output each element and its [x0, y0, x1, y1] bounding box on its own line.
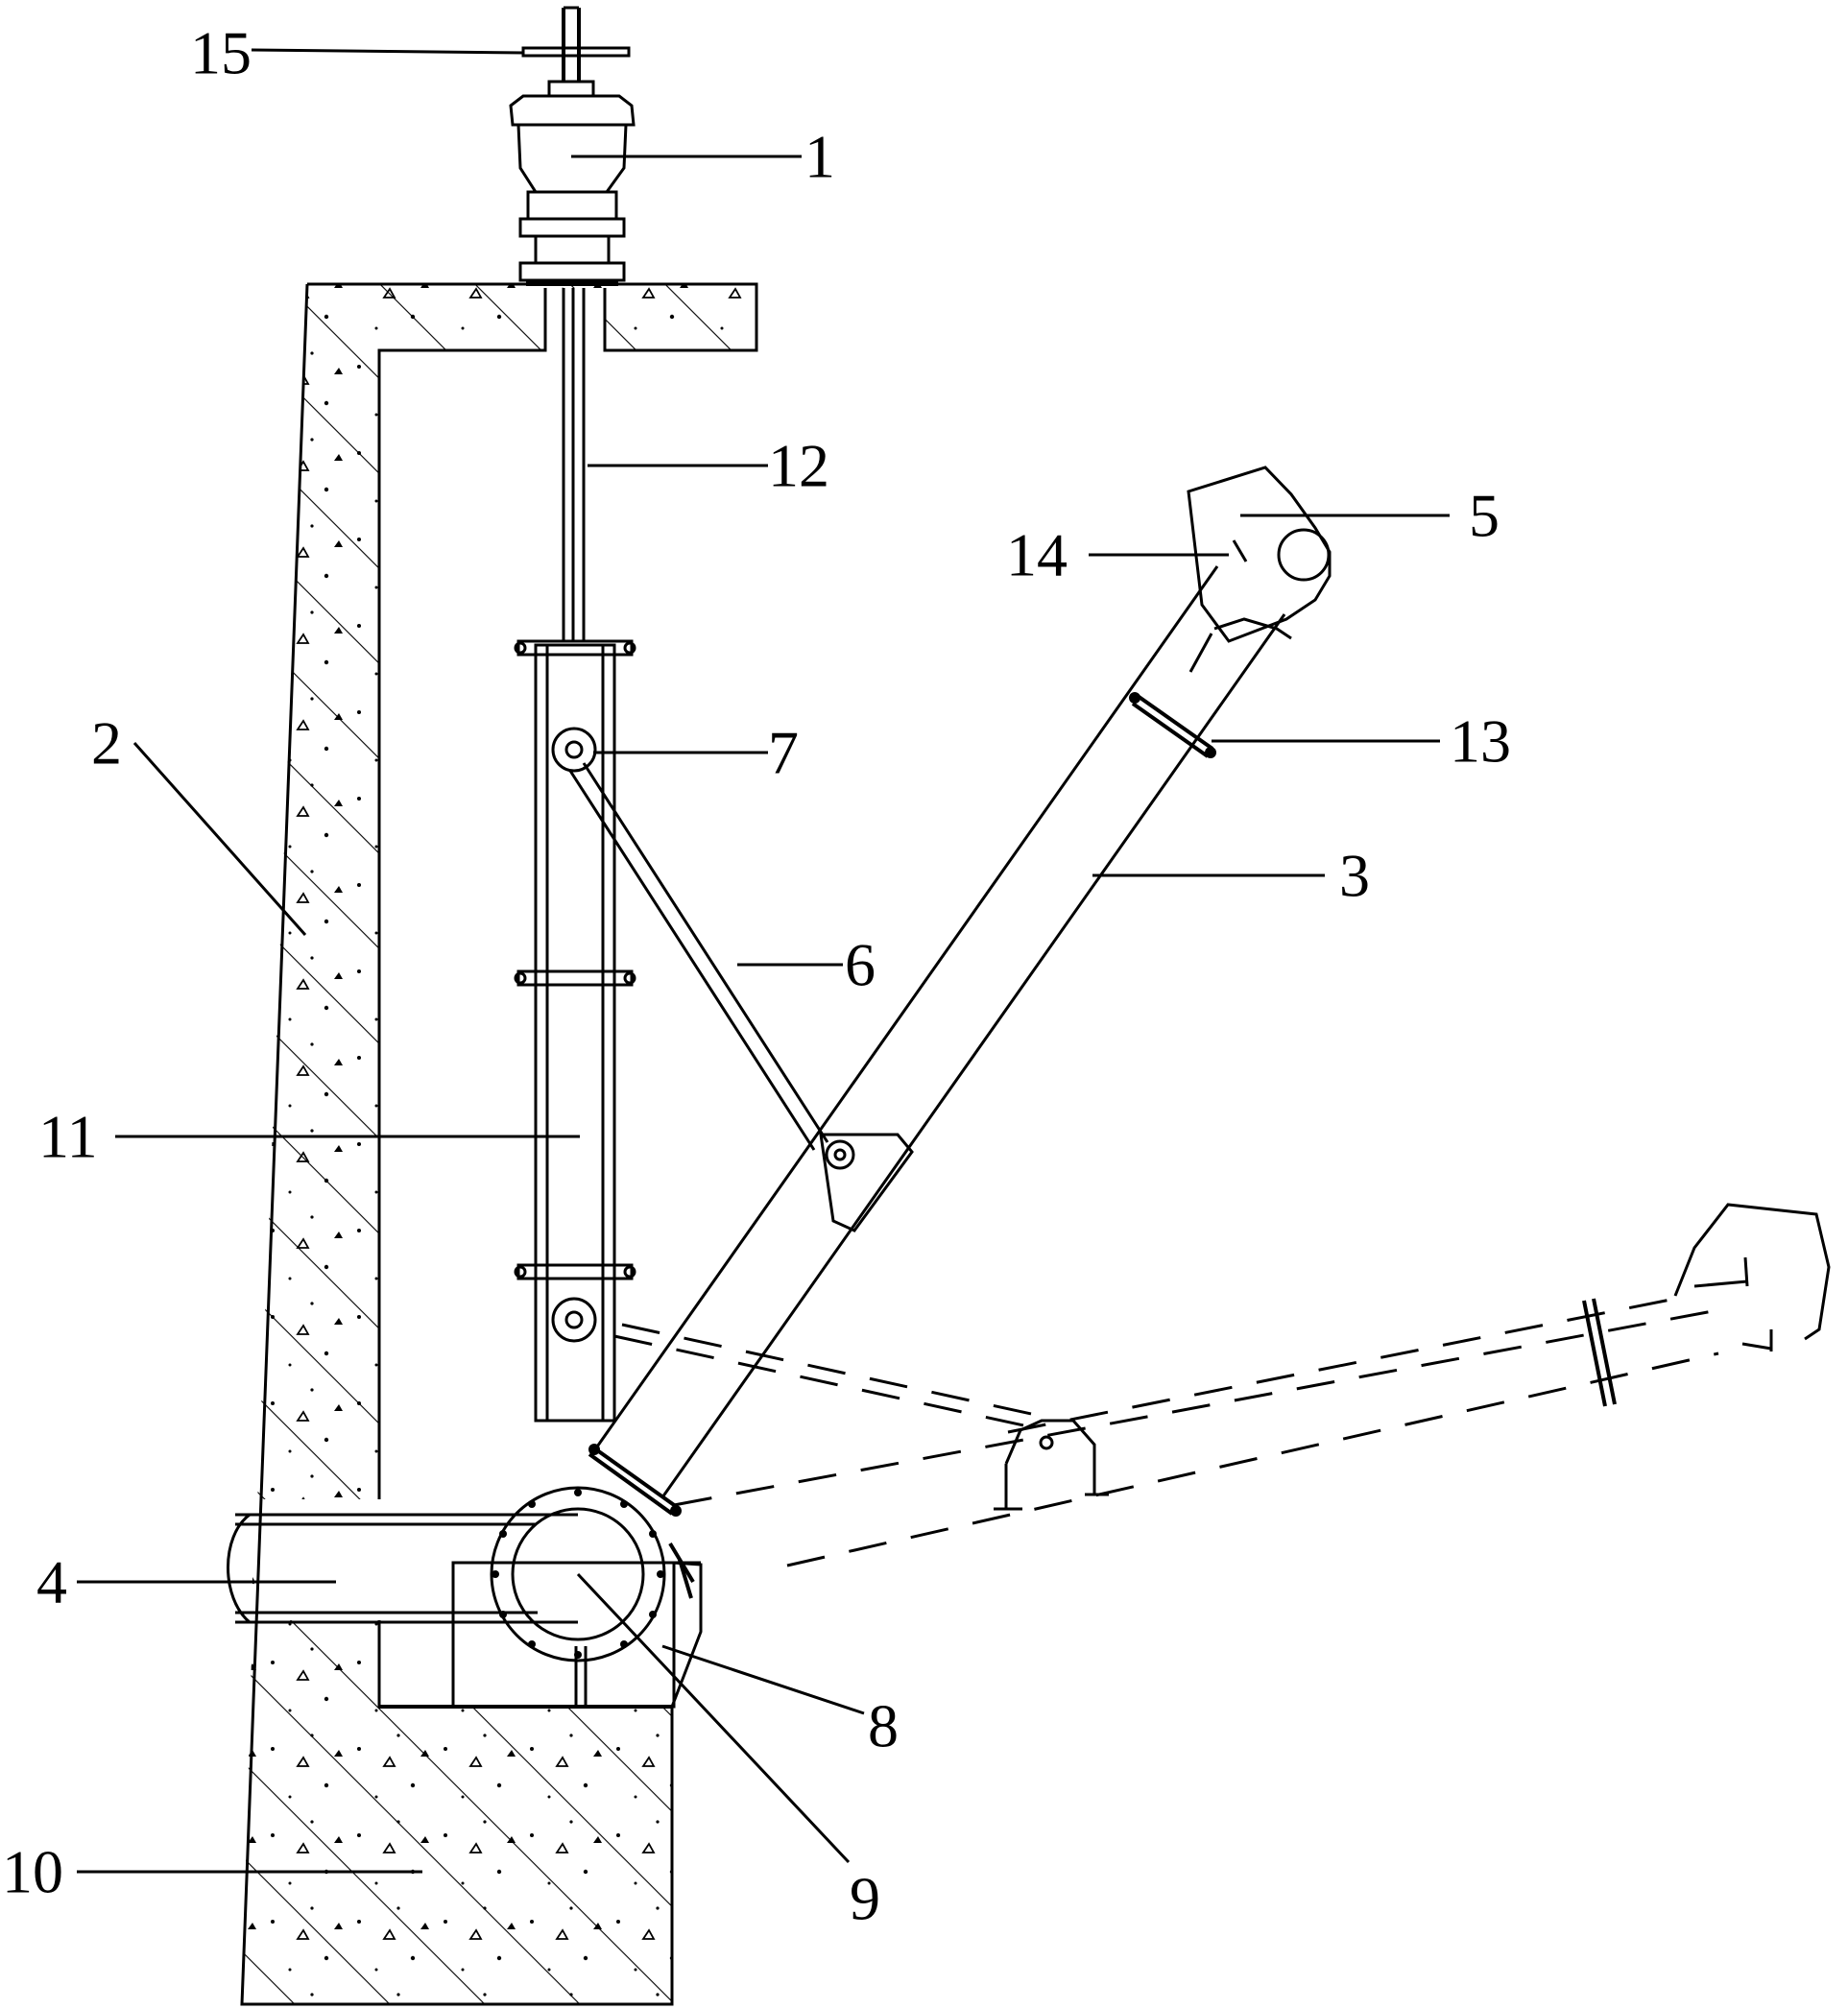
label-9: 9 [850, 1865, 880, 1933]
label-12: 12 [768, 432, 829, 500]
label-2: 2 [91, 709, 122, 777]
label-3: 3 [1339, 842, 1370, 910]
guide-column [514, 639, 636, 1423]
label-14: 14 [1006, 521, 1068, 589]
lifting-rod [562, 288, 586, 641]
label-11: 11 [38, 1103, 98, 1171]
label-6: 6 [845, 931, 876, 999]
link-bar [568, 762, 829, 1151]
hoist-motor [509, 6, 636, 286]
label-13: 13 [1450, 707, 1511, 776]
label-5: 5 [1469, 482, 1500, 550]
lowered-position-outline [613, 1203, 1831, 1584]
horizontal-pipe [227, 1513, 538, 1624]
label-7: 7 [768, 719, 799, 787]
reference-numerals: 15 1 12 5 14 7 13 2 3 6 11 4 8 10 9 [2, 19, 1511, 1933]
label-1: 1 [804, 123, 835, 191]
label-4: 4 [36, 1548, 67, 1616]
concrete-wall [240, 282, 758, 2006]
label-15: 15 [190, 19, 252, 87]
pivot-joint [451, 1486, 703, 1709]
label-10: 10 [2, 1838, 63, 1906]
leader-lines [77, 48, 1450, 1874]
label-8: 8 [868, 1692, 899, 1760]
inclined-pipe [588, 466, 1332, 1517]
